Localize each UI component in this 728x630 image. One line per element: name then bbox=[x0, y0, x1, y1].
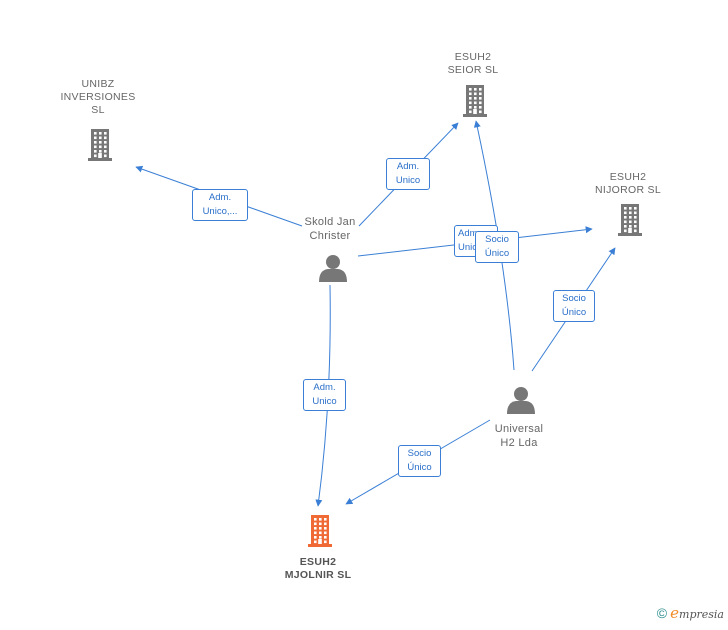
edge-label-line: Unico,... bbox=[202, 206, 238, 217]
edge-label-line: Único bbox=[561, 307, 587, 318]
edge-label-universal-seior[interactable]: Socio Único bbox=[475, 231, 519, 263]
edge-label-skold-unibz[interactable]: Adm. Unico,... bbox=[192, 189, 248, 221]
node-label-seior[interactable]: ESUH2 SEIOR SL bbox=[423, 51, 523, 77]
building-icon[interactable] bbox=[88, 129, 112, 161]
edge-label-universal-nijoror[interactable]: Socio Único bbox=[553, 290, 595, 322]
node-label-line: ESUH2 bbox=[454, 51, 492, 63]
edge-label-universal-mjolnir[interactable]: Socio Único bbox=[398, 445, 441, 477]
brand-e: e bbox=[670, 604, 680, 622]
node-label-line: UNIBZ bbox=[81, 78, 115, 90]
copyright-icon: © bbox=[656, 605, 668, 621]
edge-label-line: Único bbox=[484, 248, 510, 259]
node-label-unibz[interactable]: UNIBZ INVERSIONES SL bbox=[48, 78, 148, 117]
node-label-line: MJOLNIR SL bbox=[284, 569, 352, 581]
edge-label-line: Socio bbox=[407, 448, 432, 459]
edge-label-skold-seior[interactable]: Adm. Unico bbox=[386, 158, 430, 190]
edge-label-line: Unico bbox=[312, 396, 337, 407]
node-label-nijoror[interactable]: ESUH2 NIJOROR SL bbox=[578, 171, 678, 197]
node-label-line: H2 Lda bbox=[500, 437, 538, 449]
node-label-line: SL bbox=[91, 104, 105, 116]
edge-label-line: Adm. bbox=[313, 382, 336, 393]
brand-logo: © empresia bbox=[657, 604, 724, 622]
building-icon[interactable] bbox=[618, 204, 642, 236]
node-label-line: Christer bbox=[309, 230, 351, 242]
node-label-line: NIJOROR SL bbox=[594, 184, 661, 196]
edge-label-line: Adm. bbox=[396, 161, 420, 172]
building-icon[interactable] bbox=[308, 515, 332, 547]
edge-label-line: Socio bbox=[485, 234, 509, 245]
building-icon[interactable] bbox=[463, 85, 487, 117]
person-icon[interactable] bbox=[319, 255, 347, 282]
node-label-mjolnir[interactable]: ESUH2 MJOLNIR SL bbox=[268, 556, 368, 582]
edge-label-skold-mjolnir[interactable]: Adm. Unico bbox=[303, 379, 346, 411]
node-label-line: ESUH2 bbox=[299, 556, 337, 568]
edge-label-line: Unico bbox=[458, 242, 483, 253]
edge-label-line: Socio bbox=[562, 293, 586, 304]
node-label-line: Universal bbox=[494, 423, 544, 435]
node-label-skold[interactable]: Skold Jan Christer bbox=[280, 215, 380, 243]
node-label-line: Skold Jan bbox=[304, 216, 356, 228]
edge-label-line: Adm. bbox=[208, 192, 232, 203]
brand-name: mpresia bbox=[679, 608, 724, 621]
node-label-line: INVERSIONES bbox=[60, 91, 136, 103]
edge-label-line: Adm. bbox=[458, 228, 481, 239]
person-icon[interactable] bbox=[507, 387, 535, 414]
node-label-line: SEIOR SL bbox=[447, 64, 499, 76]
node-label-universal[interactable]: Universal H2 Lda bbox=[469, 422, 569, 450]
node-label-line: ESUH2 bbox=[609, 171, 647, 183]
edge-label-line: Único bbox=[407, 462, 432, 473]
edge-label-line: Unico bbox=[395, 175, 421, 186]
